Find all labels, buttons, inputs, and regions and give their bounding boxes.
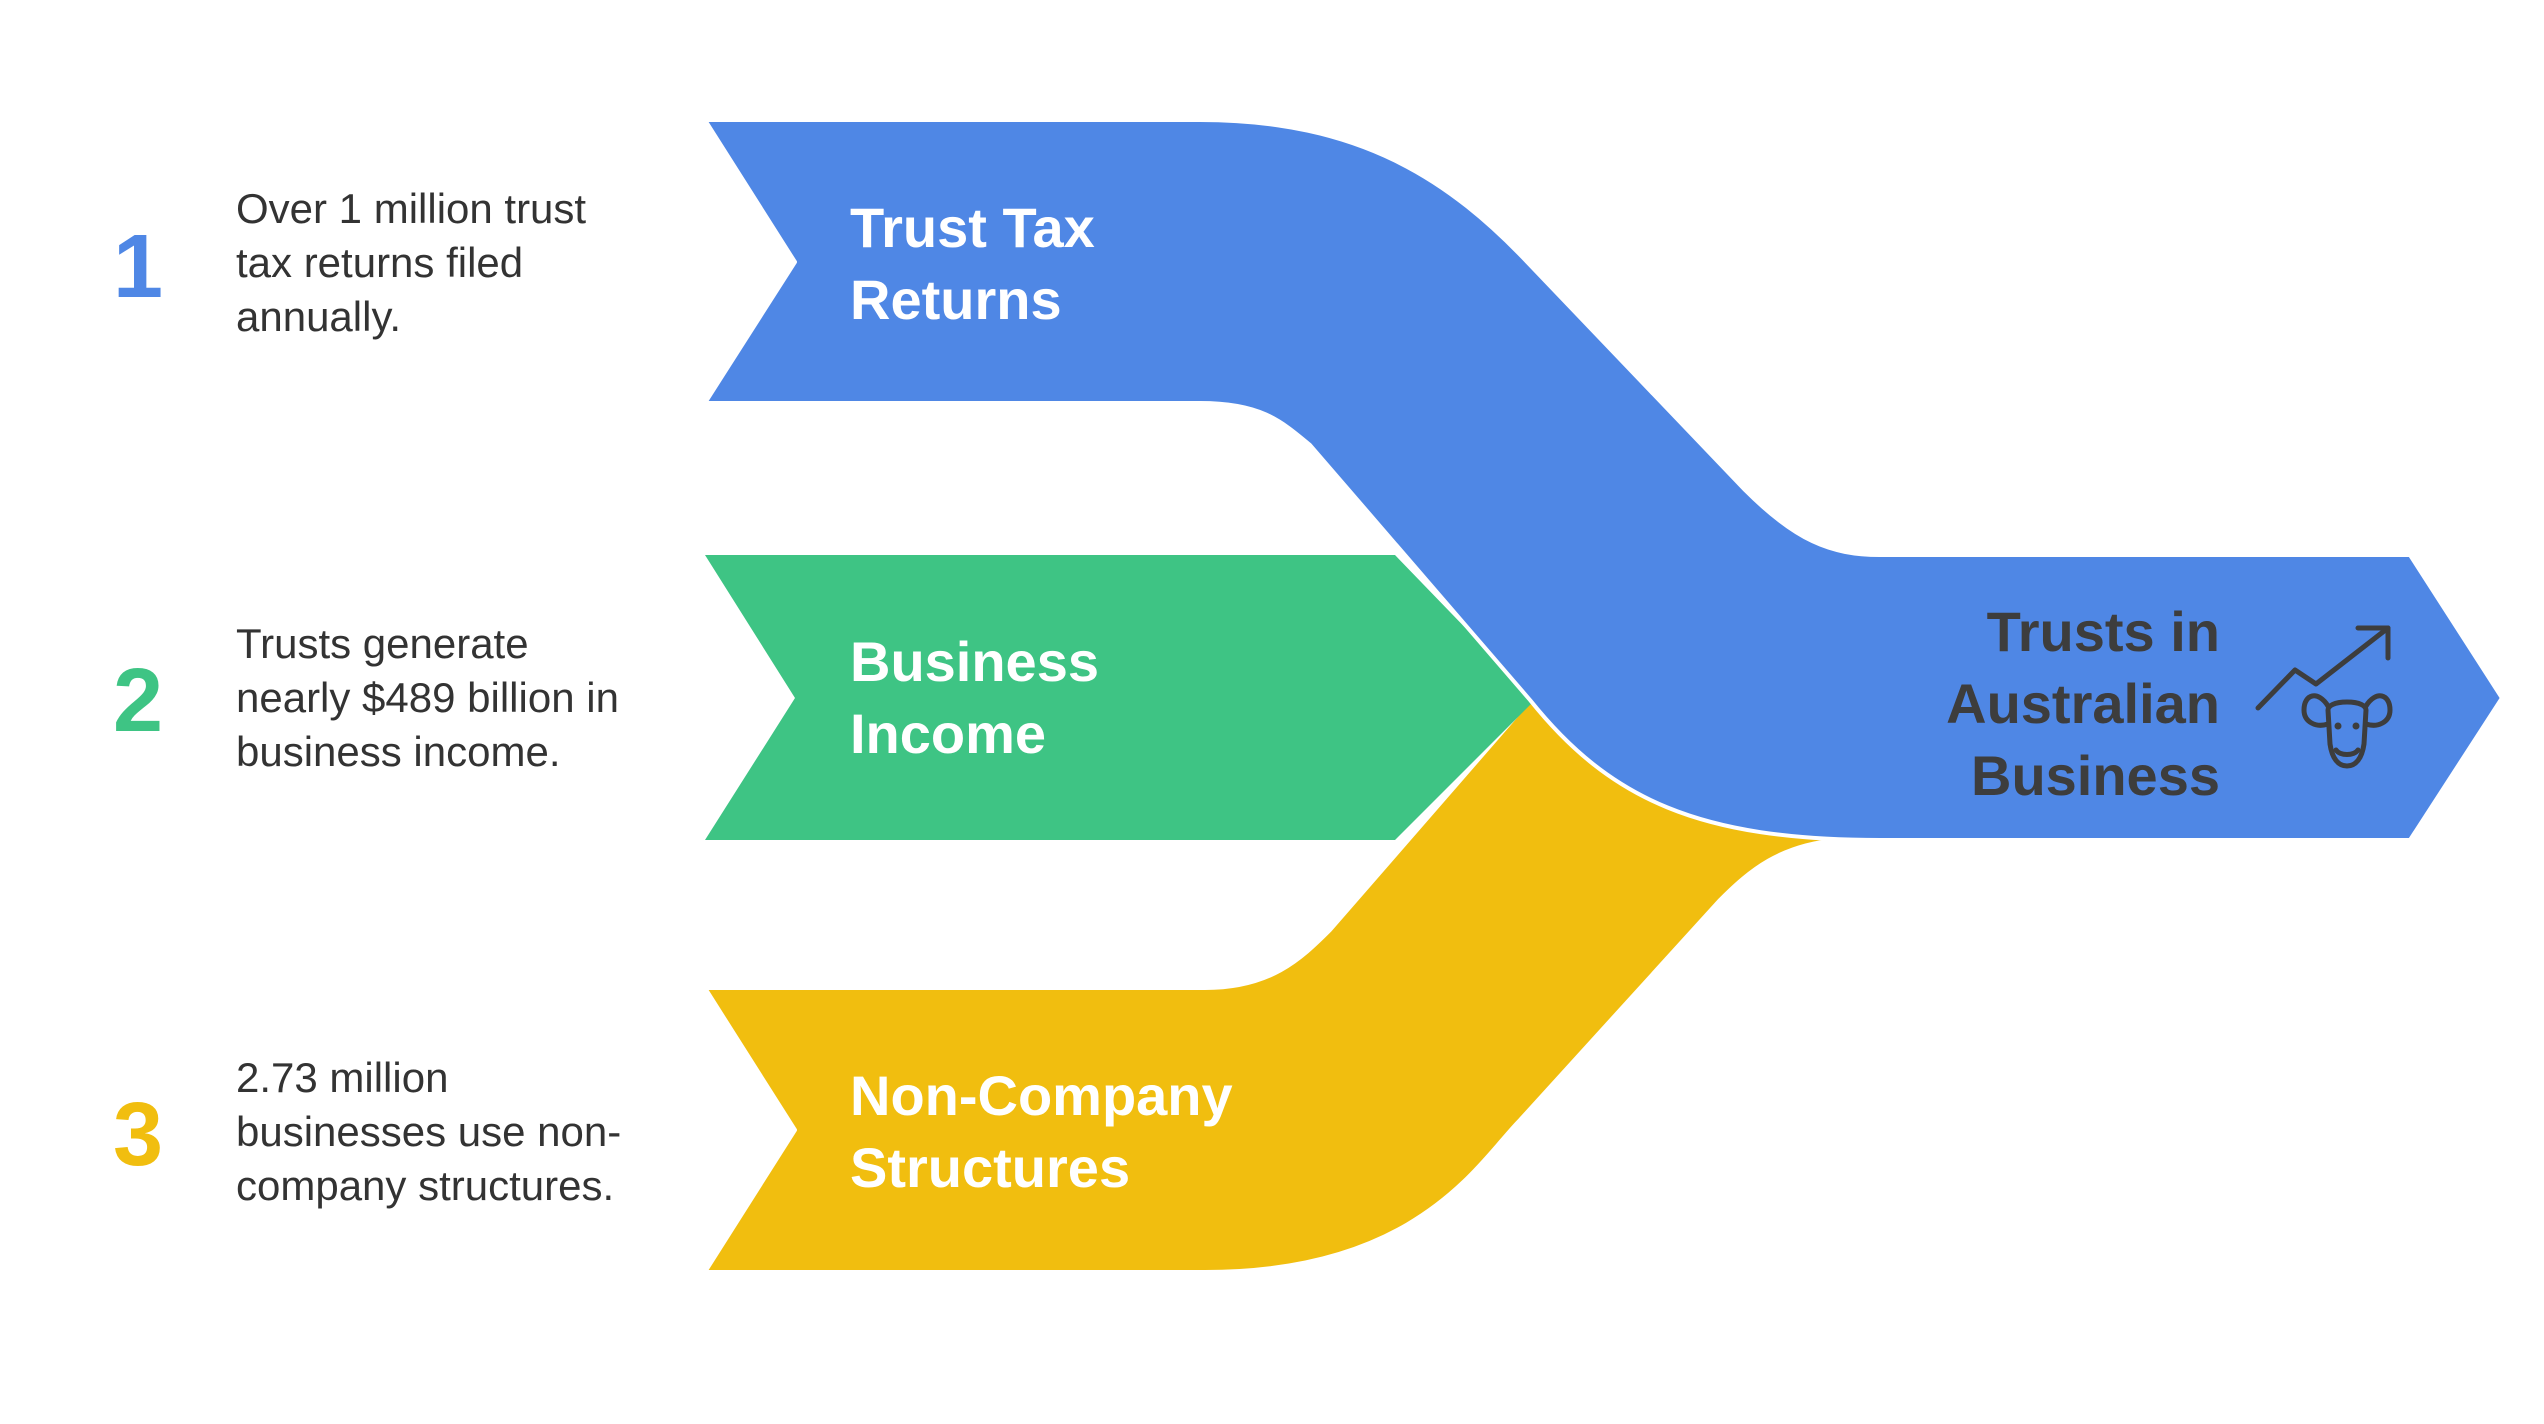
step-description-line: business income. xyxy=(236,728,561,775)
step-description-1: Over 1 million trust tax returns filed a… xyxy=(236,182,696,344)
band-label-trust-tax-returns: Trust Tax Returns xyxy=(850,192,1095,336)
step-description-line: 2.73 million xyxy=(236,1054,449,1101)
band-label-line: Business xyxy=(850,630,1099,693)
band-label-line: Income xyxy=(850,702,1047,765)
band-label-business-income: Business Income xyxy=(850,626,1099,770)
target-label-line: Australian xyxy=(1946,672,2220,735)
bull-market-icon xyxy=(2255,625,2393,769)
target-label-line: Business xyxy=(1971,744,2220,807)
target-label-line: Trusts in xyxy=(1986,600,2220,663)
step-description-line: company structures. xyxy=(236,1162,615,1209)
step-description-2: Trusts generate nearly $489 billion in b… xyxy=(236,617,696,779)
band-label-line: Returns xyxy=(850,268,1062,331)
step-number-1: 1 xyxy=(112,217,164,317)
step-description-line: businesses use non- xyxy=(236,1108,622,1155)
band-label-non-company-structures: Non-Company Structures xyxy=(850,1060,1233,1204)
step-number-3: 3 xyxy=(112,1085,164,1185)
target-label: Trusts in Australian Business xyxy=(1780,596,2220,812)
band-trust-tax-returns xyxy=(703,118,2504,842)
band-label-line: Non-Company xyxy=(850,1064,1233,1127)
step-description-3: 2.73 million businesses use non- company… xyxy=(236,1051,696,1213)
band-business-income xyxy=(705,555,1535,840)
step-description-line: annually. xyxy=(236,293,402,340)
step-number-2: 2 xyxy=(112,651,164,751)
band-non-company-structures xyxy=(703,698,1840,1274)
step-description-line: tax returns filed xyxy=(236,239,524,286)
band-label-line: Trust Tax xyxy=(850,196,1095,259)
step-description-line: Over 1 million trust xyxy=(236,185,587,232)
step-description-line: Trusts generate xyxy=(236,620,529,667)
step-description-line: nearly $489 billion in xyxy=(236,674,619,721)
band-label-line: Structures xyxy=(850,1136,1131,1199)
